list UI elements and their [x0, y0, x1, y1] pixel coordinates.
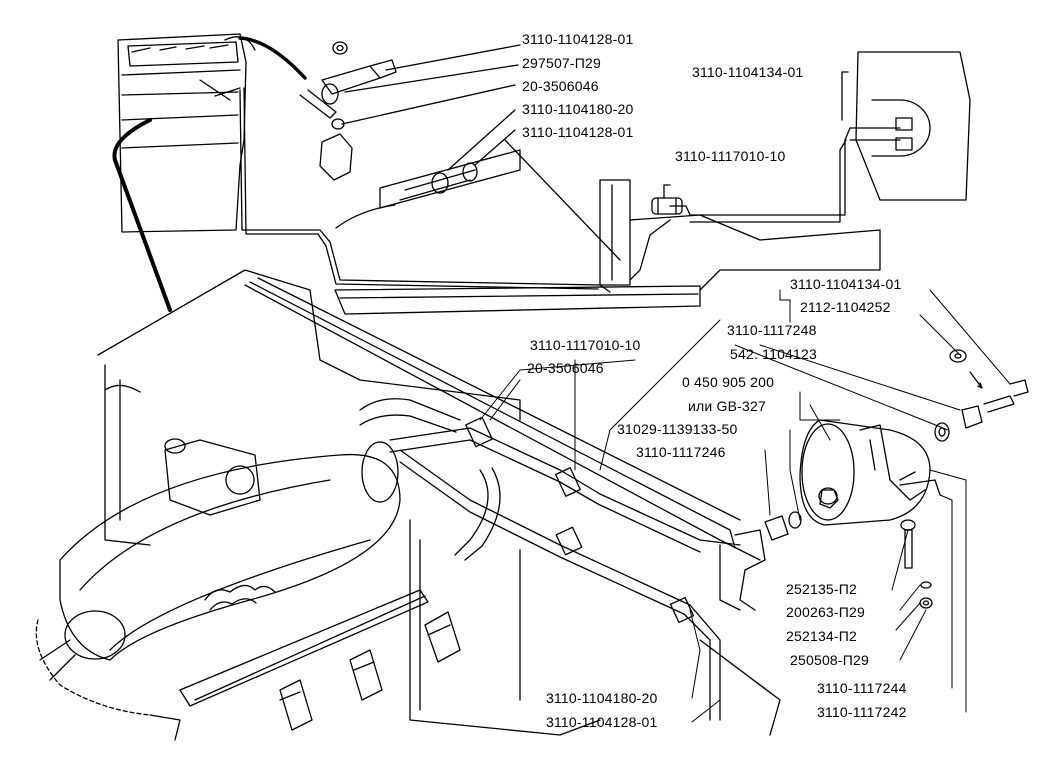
label-mid-1: 3110-1117010-10 — [530, 337, 641, 353]
label-top-right-1: 3110-1104134-01 — [692, 64, 804, 80]
label-right-2: 2112-1104252 — [800, 299, 891, 315]
inset-vehicle-underbody — [117, 33, 971, 315]
leader-lines — [479, 289, 1011, 723]
label-low-6: 3110-1117242 — [817, 704, 907, 720]
label-mid-8: 3110-1117246 — [636, 444, 726, 460]
label-right-1: 3110-1104134-01 — [790, 276, 902, 292]
label-mid-6: или GB-327 — [688, 398, 766, 414]
label-top-4: 3110-1104180-20 — [522, 101, 634, 117]
main-engine-view — [35, 269, 781, 741]
label-low-1: 252135-П2 — [786, 581, 858, 597]
label-mid-7: 31029-1139133-50 — [617, 421, 738, 437]
label-top-3: 20-3506046 — [522, 78, 599, 94]
label-mid-2: 3110-1117248 — [727, 322, 817, 338]
label-low-3: 252134-П2 — [786, 628, 858, 644]
callout-arrow — [112, 118, 172, 312]
label-bottom-1: 3110-1104180-20 — [546, 690, 658, 706]
label-top-5: 3110-1104128-01 — [522, 124, 634, 140]
label-top-1: 3110-1104128-01 — [522, 31, 634, 47]
label-top-2: 297507-П29 — [522, 55, 602, 71]
label-mid-5: 0 450 905 200 — [682, 374, 775, 390]
label-mid-3: 20-3506046 — [527, 360, 604, 376]
label-mid-4: 542. 1104123 — [730, 346, 818, 362]
label-low-4: 250508-П29 — [790, 652, 870, 668]
label-bottom-2: 3110-1104128-01 — [546, 714, 658, 730]
exploded-fuel-filter — [764, 349, 1029, 609]
label-low-2: 200263-П29 — [786, 604, 866, 620]
label-top-right-2: 3110-1117010-10 — [675, 148, 786, 164]
inset-fuel-rail — [199, 36, 621, 261]
label-low-5: 3110-1117244 — [817, 680, 907, 696]
